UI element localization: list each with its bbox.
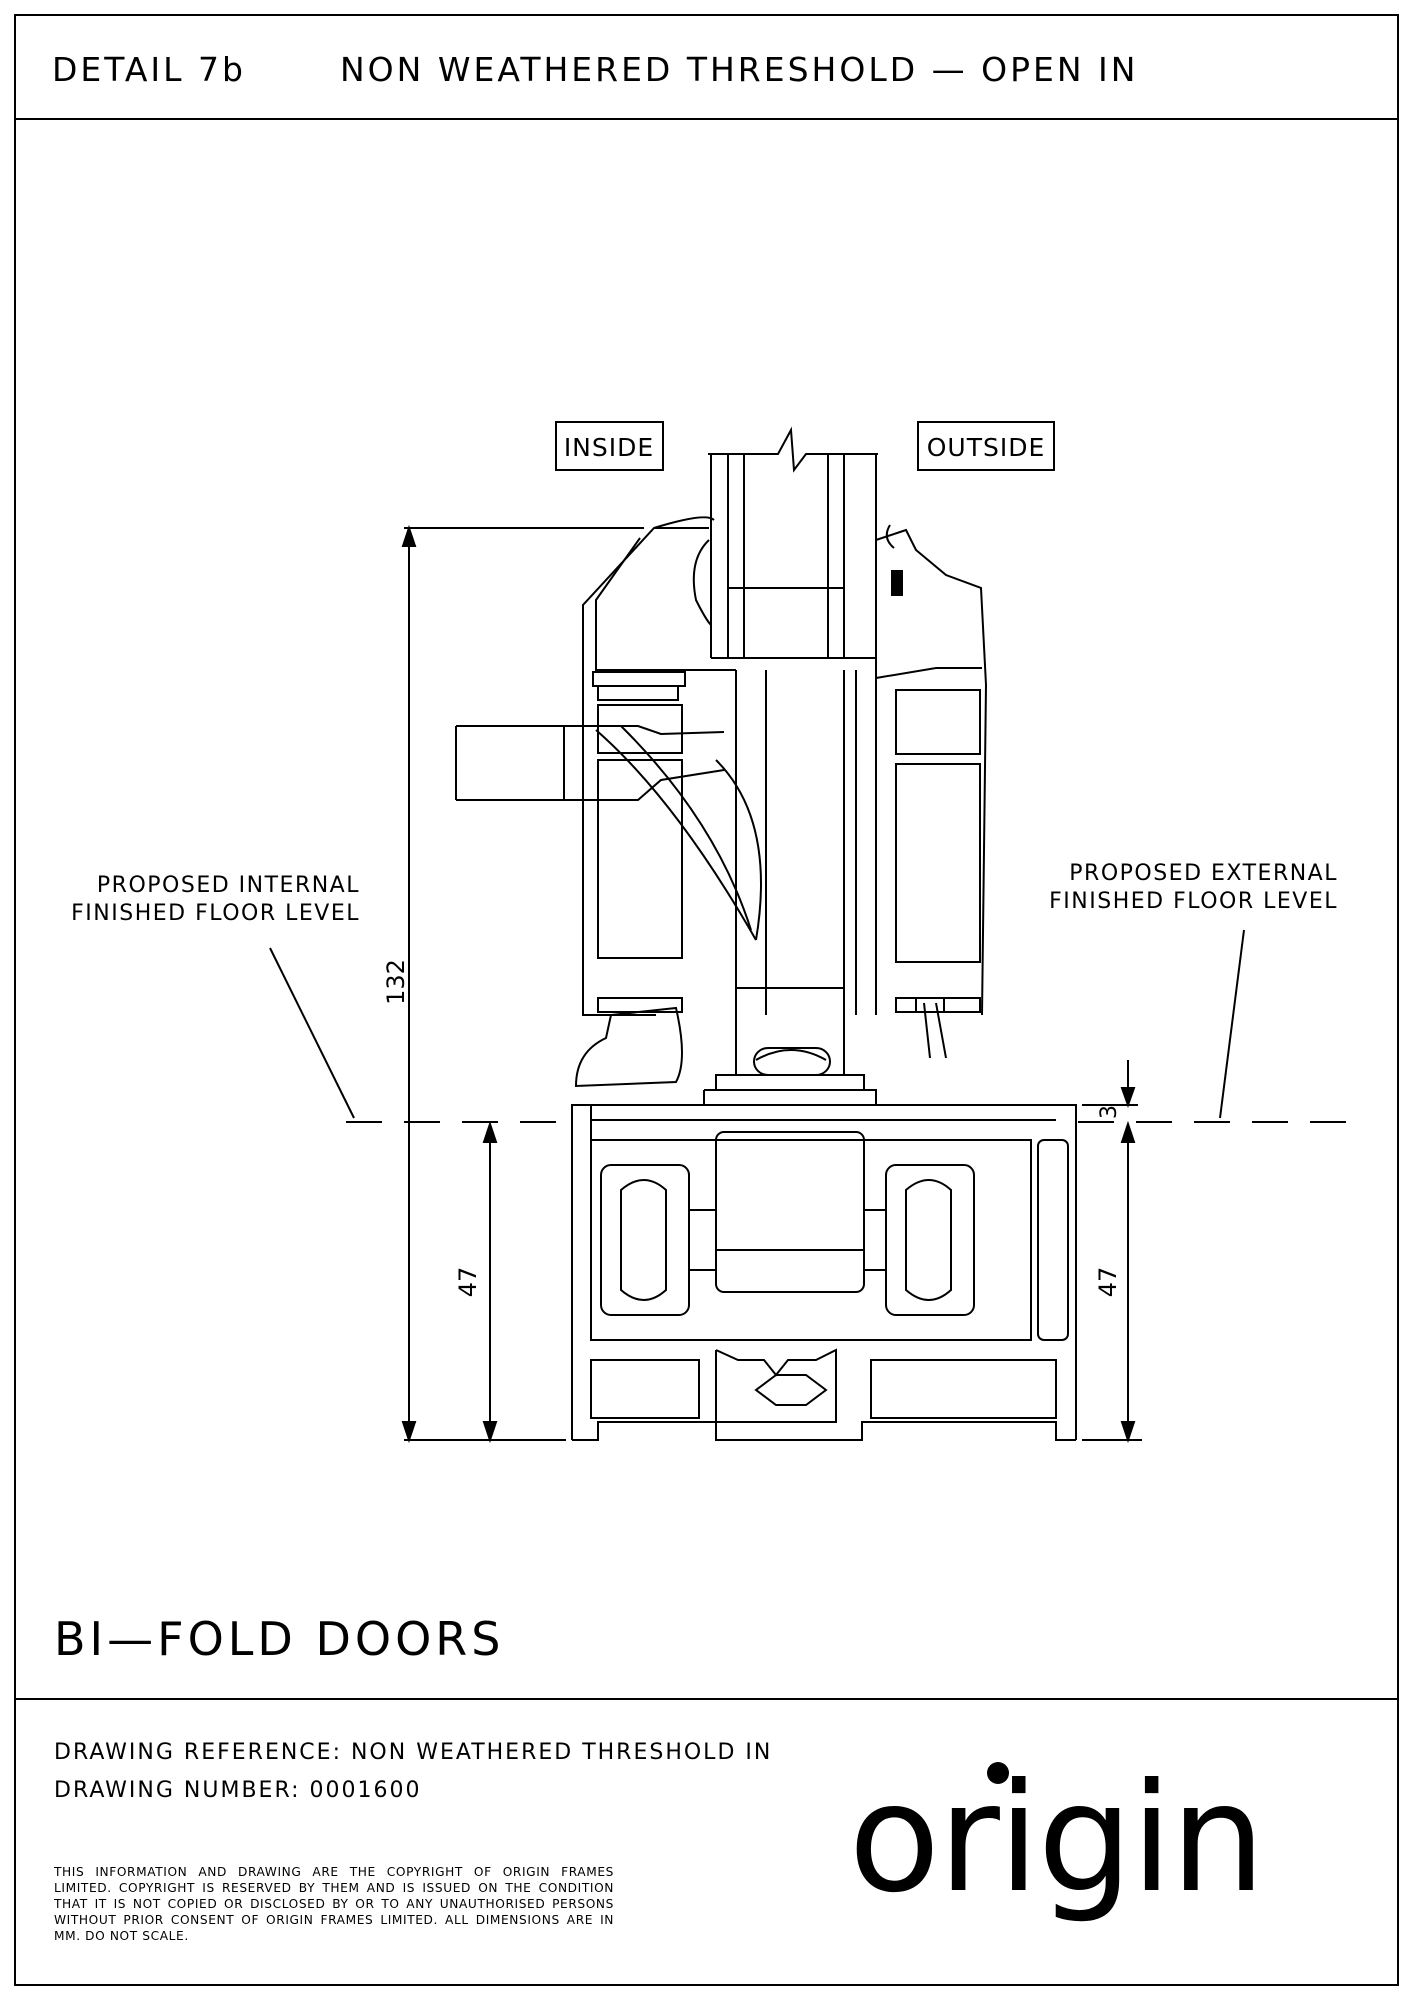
product-title: BI—FOLD DOORS bbox=[54, 1612, 505, 1666]
leaf-bottom-seal bbox=[574, 987, 845, 1088]
drawing-reference: DRAWING REFERENCE: NON WEATHERED THRESHO… bbox=[54, 1740, 773, 1765]
threshold-base bbox=[571, 1047, 1077, 1441]
dim-upstand-3 bbox=[1082, 1060, 1138, 1109]
external-frame bbox=[843, 524, 988, 1059]
drawing-number: DRAWING NUMBER: 0001600 bbox=[54, 1778, 422, 1803]
threshold-section-diagram: INSIDE OUTSIDE bbox=[71, 421, 1356, 1444]
dim-left-47 bbox=[482, 1120, 498, 1444]
door-handle bbox=[455, 725, 762, 941]
internal-profile bbox=[582, 516, 767, 1016]
drawing-sheet: DETAIL 7b NON WEATHERED THRESHOLD — OPEN… bbox=[14, 14, 1399, 1986]
detail-number: DETAIL 7b bbox=[52, 50, 246, 89]
outside-label: OUTSIDE bbox=[927, 433, 1046, 462]
origin-logo: origin bbox=[848, 1752, 1265, 1926]
internal-floor-label-1: PROPOSED INTERNAL bbox=[97, 873, 360, 898]
title-header: DETAIL 7b NON WEATHERED THRESHOLD — OPEN… bbox=[16, 16, 1397, 120]
svg-text:origin: origin bbox=[848, 1752, 1263, 1926]
detail-title: NON WEATHERED THRESHOLD — OPEN IN bbox=[340, 50, 1139, 89]
external-floor-label-1: PROPOSED EXTERNAL bbox=[1069, 861, 1338, 886]
external-floor-label-2: FINISHED FLOOR LEVEL bbox=[1049, 889, 1338, 914]
internal-floor-leader bbox=[269, 947, 355, 1119]
dim-upstand-label: 3 bbox=[1097, 1105, 1122, 1119]
dim-right-47 bbox=[1082, 1120, 1142, 1444]
door-leaf bbox=[708, 426, 878, 659]
external-floor-leader bbox=[1219, 929, 1245, 1119]
copyright-notice: THIS INFORMATION AND DRAWING ARE THE COP… bbox=[54, 1865, 614, 1943]
dim-left-label: 47 bbox=[454, 1267, 482, 1298]
dim-overall-label: 132 bbox=[382, 959, 410, 1005]
section-drawing: INSIDE OUTSIDE bbox=[16, 120, 1397, 1710]
inside-label: INSIDE bbox=[564, 433, 654, 462]
title-block: DRAWING REFERENCE: NON WEATHERED THRESHO… bbox=[16, 1698, 1397, 1984]
inside-label-box bbox=[555, 421, 664, 471]
dim-right-label: 47 bbox=[1094, 1267, 1122, 1298]
internal-floor-label-2: FINISHED FLOOR LEVEL bbox=[71, 901, 360, 926]
outside-label-box bbox=[917, 421, 1055, 471]
dim-overall-132 bbox=[401, 524, 644, 1444]
